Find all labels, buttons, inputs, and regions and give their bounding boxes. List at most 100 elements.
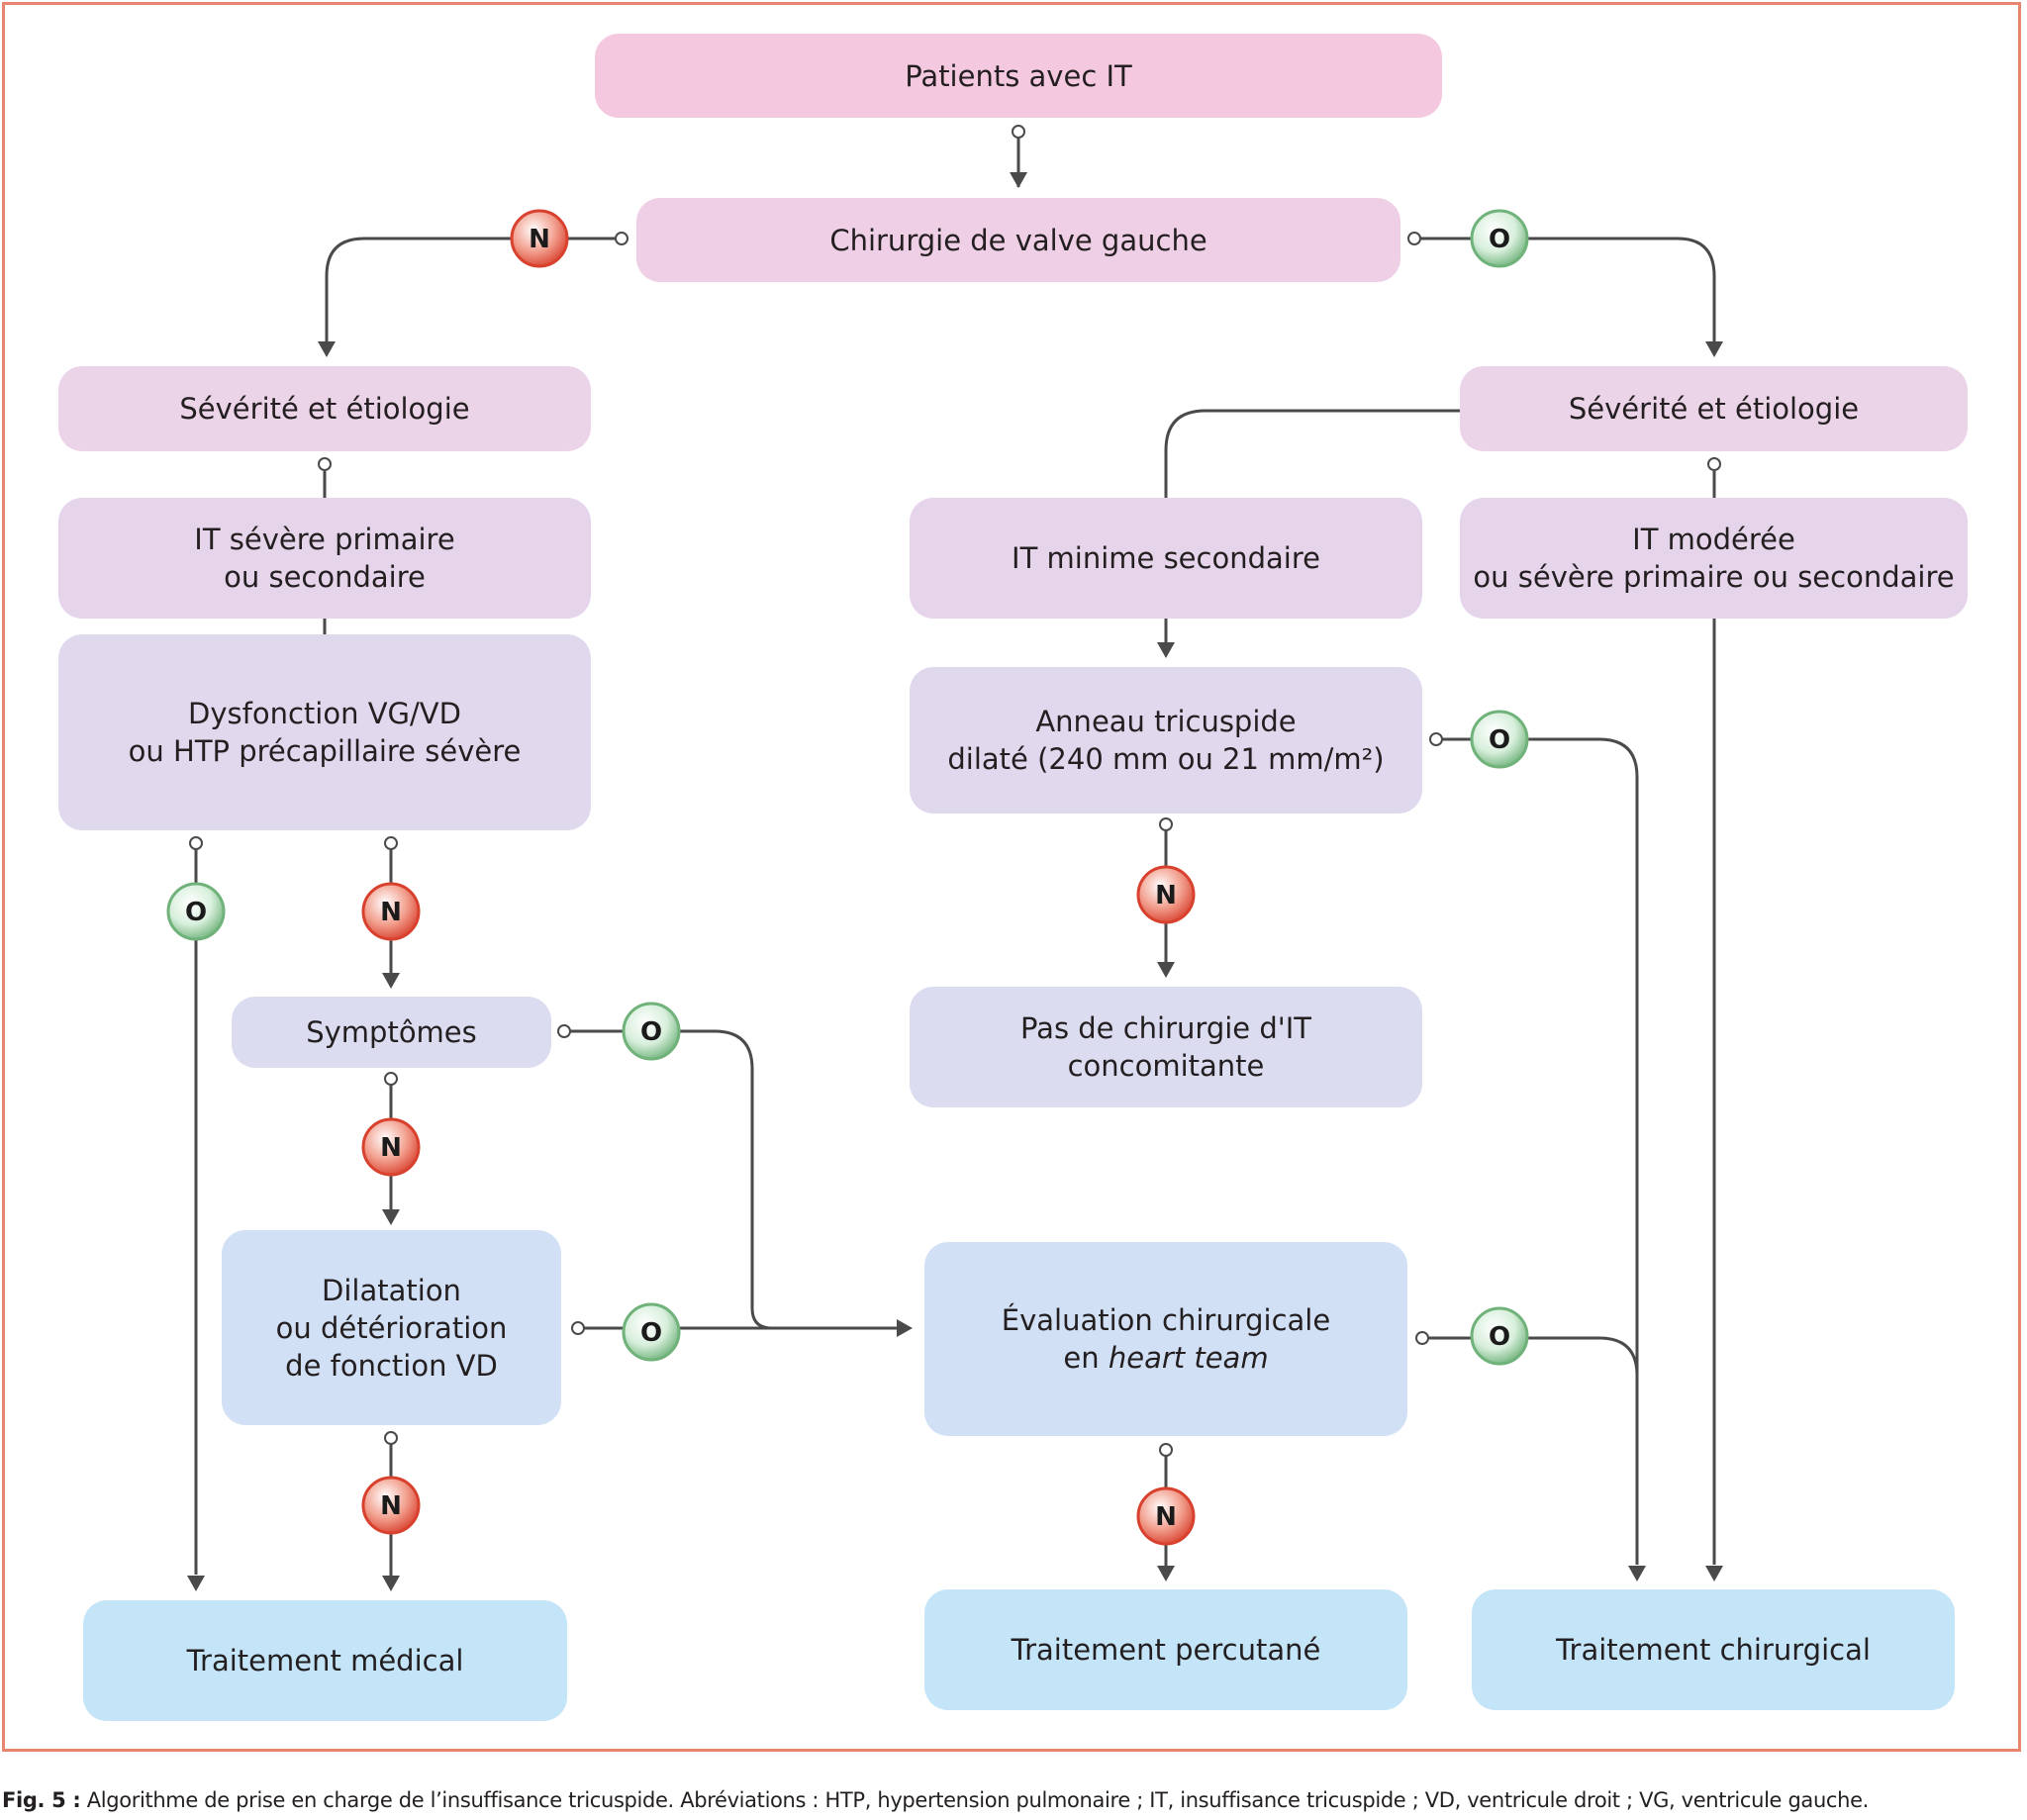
link-severite-right-minime bbox=[1164, 409, 1460, 498]
node-pas-de-chirurgie: Pas de chirurgie d'IT concomitante bbox=[910, 987, 1422, 1107]
connector-origin-circle bbox=[615, 232, 628, 245]
yes-badge-label: O bbox=[1489, 225, 1510, 254]
connector-origin-circle bbox=[318, 457, 332, 471]
arrowhead bbox=[1157, 1566, 1175, 1581]
no-badge: N bbox=[361, 882, 421, 941]
arrowhead bbox=[382, 973, 400, 989]
yes-badge-label: O bbox=[185, 898, 207, 927]
connector-origin-circle bbox=[189, 836, 203, 850]
node-label-line: IT sévère primaire bbox=[194, 523, 455, 556]
no-badge-label: N bbox=[1155, 1502, 1177, 1532]
node-label-line: ou HTP précapillaire sévère bbox=[128, 734, 522, 768]
no-badge: N bbox=[361, 1476, 421, 1535]
arrowhead bbox=[187, 1576, 205, 1591]
connector-origin-circle bbox=[1159, 817, 1173, 831]
caption-text: Algorithme de prise en charge de l’insuf… bbox=[80, 1788, 1870, 1812]
node-label-line: ou secondaire bbox=[224, 560, 426, 594]
node-label-line: Pas de chirurgie d'IT concomitante bbox=[1019, 1011, 1312, 1083]
node-label-line: Traitement chirurgical bbox=[1556, 1633, 1871, 1667]
node-label-line: Chirurgie de valve gauche bbox=[829, 223, 1207, 257]
arrowhead bbox=[382, 1576, 400, 1591]
node-label-line: IT modérée bbox=[1632, 523, 1795, 556]
no-badge-label: N bbox=[1155, 881, 1177, 910]
yes-badge: O bbox=[1470, 710, 1529, 769]
node-label-line: Anneau tricuspide bbox=[1035, 705, 1297, 738]
node-label-line: de fonction VD bbox=[285, 1348, 498, 1383]
link-chirurgie-no bbox=[325, 237, 616, 342]
heart-team-italic: heart team bbox=[1108, 1341, 1269, 1375]
link-chirurgie-yes bbox=[1420, 237, 1716, 342]
evaluation-line1: Évaluation chirurgicale bbox=[1001, 1303, 1331, 1337]
yes-badge: O bbox=[166, 882, 226, 941]
node-label-line: Sévérité et étiologie bbox=[1568, 392, 1860, 426]
arrowhead bbox=[897, 1319, 913, 1337]
node-label-line: Dilatation bbox=[322, 1273, 461, 1307]
no-badge: N bbox=[1136, 865, 1196, 924]
link-symptomes-yes bbox=[570, 1029, 899, 1330]
node-anneau-tricuspide: Anneau tricuspide dilaté (240 mm ou 21 mm… bbox=[910, 667, 1422, 814]
node-it-minime: IT minime secondaire bbox=[910, 498, 1422, 619]
figure-frame bbox=[2, 2, 2021, 1752]
no-badge-label: N bbox=[380, 898, 402, 927]
yes-badge: O bbox=[622, 1302, 681, 1362]
node-dysfonction: Dysfonction VG/VD ou HTP précapillaire sé… bbox=[58, 634, 591, 830]
arrowhead bbox=[1157, 642, 1175, 658]
arrowhead bbox=[1157, 962, 1175, 978]
connector-origin-circle bbox=[384, 1431, 398, 1445]
node-label-line: ou détérioration bbox=[275, 1310, 508, 1345]
yes-badge-label: O bbox=[1489, 1322, 1510, 1352]
arrowhead bbox=[1705, 341, 1723, 357]
yes-badge: O bbox=[622, 1002, 681, 1061]
caption-label: Fig. 5 : bbox=[2, 1788, 81, 1812]
node-label-line: Sévérité et étiologie bbox=[179, 392, 470, 426]
node-traitement-medical: Traitement médical bbox=[83, 1600, 567, 1721]
connector-origin-circle bbox=[557, 1024, 571, 1038]
node-evaluation-heart-team: Évaluation chirurgicale en heart team bbox=[924, 1242, 1407, 1436]
node-traitement-chirurgical: Traitement chirurgical bbox=[1472, 1589, 1955, 1710]
node-severite-etiologie-right: Sévérité et étiologie bbox=[1460, 366, 1968, 451]
link-evaluation-yes bbox=[1428, 1336, 1639, 1377]
connector-origin-circle bbox=[1707, 457, 1721, 471]
node-label-line: dilaté (240 mm ou 21 mm/m²) bbox=[947, 742, 1385, 776]
no-badge: N bbox=[361, 1117, 421, 1177]
connector-origin-circle bbox=[384, 836, 398, 850]
connector-origin-circle bbox=[1407, 232, 1421, 245]
yes-badge: O bbox=[1470, 209, 1529, 268]
yes-badge-label: O bbox=[640, 1017, 662, 1047]
arrowhead bbox=[1705, 1566, 1723, 1581]
node-label-line: ou sévère primaire ou secondaire bbox=[1473, 560, 1955, 594]
arrowhead bbox=[1010, 172, 1027, 188]
no-badge-label: N bbox=[529, 225, 550, 254]
node-label-line: Traitement médical bbox=[186, 1644, 464, 1677]
node-symptomes: Symptômes bbox=[232, 997, 551, 1068]
arrowhead bbox=[318, 341, 336, 357]
evaluation-line2: en heart team bbox=[1063, 1341, 1269, 1375]
no-badge-label: N bbox=[380, 1491, 402, 1521]
yes-badge-label: O bbox=[1489, 725, 1510, 755]
node-label-line: Dysfonction VG/VD bbox=[188, 697, 461, 730]
node-label-line: Symptômes bbox=[306, 1015, 477, 1049]
node-severite-etiologie-left: Sévérité et étiologie bbox=[58, 366, 591, 451]
link-anneau-yes bbox=[1442, 737, 1639, 1565]
node-chirurgie-valve-gauche: Chirurgie de valve gauche bbox=[636, 198, 1400, 282]
connector-origin-circle bbox=[1415, 1331, 1429, 1345]
connector-origin-circle bbox=[571, 1321, 585, 1335]
arrowhead bbox=[1628, 1566, 1646, 1581]
arrowhead bbox=[382, 1209, 400, 1225]
figure-caption: Fig. 5 : Algorithme de prise en charge d… bbox=[2, 1788, 1869, 1812]
connector-origin-circle bbox=[1159, 1443, 1173, 1457]
node-traitement-percutane: Traitement percutané bbox=[924, 1589, 1407, 1710]
connector-origin-circle bbox=[384, 1072, 398, 1086]
yes-badge-label: O bbox=[640, 1318, 662, 1348]
no-badge: N bbox=[1136, 1486, 1196, 1546]
node-patients-avec-it: Patients avec IT bbox=[595, 34, 1442, 118]
node-it-moderee: IT modérée ou sévère primaire ou secondai… bbox=[1460, 498, 1968, 619]
connector-origin-circle bbox=[1429, 732, 1443, 746]
node-label-line: Traitement percutané bbox=[1011, 1633, 1321, 1667]
node-label-line: Patients avec IT bbox=[905, 58, 1132, 93]
yes-badge: O bbox=[1470, 1306, 1529, 1366]
connectors-layer: N O O N N O O N O N O N bbox=[166, 125, 1723, 1591]
no-badge: N bbox=[510, 209, 569, 268]
